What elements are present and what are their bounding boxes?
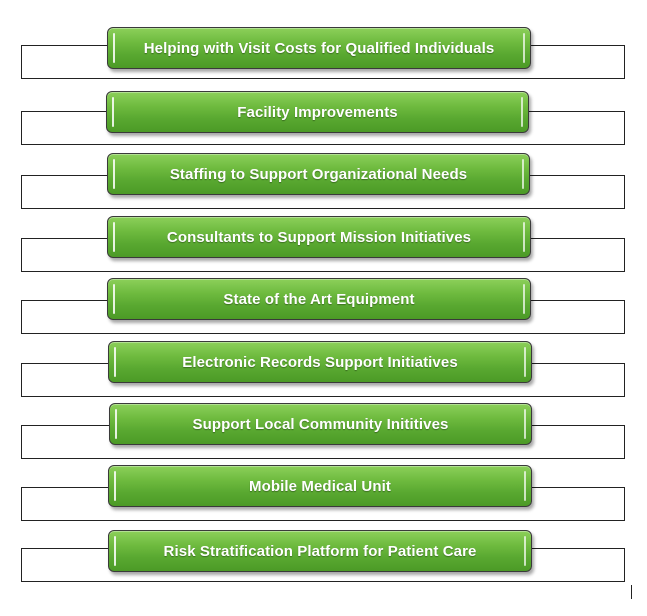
diagram-row: Helping with Visit Costs for Qualified I…: [0, 27, 647, 97]
box-label: Risk Stratification Platform for Patient…: [163, 542, 477, 560]
green-box: Facility Improvements: [106, 91, 529, 133]
box-label: Support Local Community Inititives: [192, 415, 449, 433]
green-box: Mobile Medical Unit: [108, 465, 532, 507]
diagram-row: Electronic Records Support Initiatives: [0, 341, 647, 411]
box-label: Consultants to Support Mission Initiativ…: [166, 228, 472, 246]
diagram-row: Staffing to Support Organizational Needs: [0, 153, 647, 223]
green-box: Electronic Records Support Initiatives: [108, 341, 532, 383]
diagram-row: Support Local Community Inititives: [0, 403, 647, 473]
box-label: Helping with Visit Costs for Qualified I…: [143, 39, 495, 57]
box-label: Electronic Records Support Initiatives: [182, 353, 458, 371]
box-label: Staffing to Support Organizational Needs: [169, 165, 468, 183]
box-label: Facility Improvements: [237, 103, 398, 121]
green-box: Staffing to Support Organizational Needs: [107, 153, 530, 195]
diagram-row: Facility Improvements: [0, 91, 647, 161]
green-box: Risk Stratification Platform for Patient…: [108, 530, 532, 572]
edge-mark: [631, 585, 632, 599]
green-box: Consultants to Support Mission Initiativ…: [107, 216, 531, 258]
diagram-row: Risk Stratification Platform for Patient…: [0, 530, 647, 600]
green-box: Support Local Community Inititives: [109, 403, 532, 445]
green-box: State of the Art Equipment: [107, 278, 531, 320]
box-label: Mobile Medical Unit: [249, 477, 391, 495]
green-box: Helping with Visit Costs for Qualified I…: [107, 27, 531, 69]
diagram-row: Mobile Medical Unit: [0, 465, 647, 535]
diagram-row: State of the Art Equipment: [0, 278, 647, 348]
box-label: State of the Art Equipment: [223, 290, 415, 308]
diagram-row: Consultants to Support Mission Initiativ…: [0, 216, 647, 286]
